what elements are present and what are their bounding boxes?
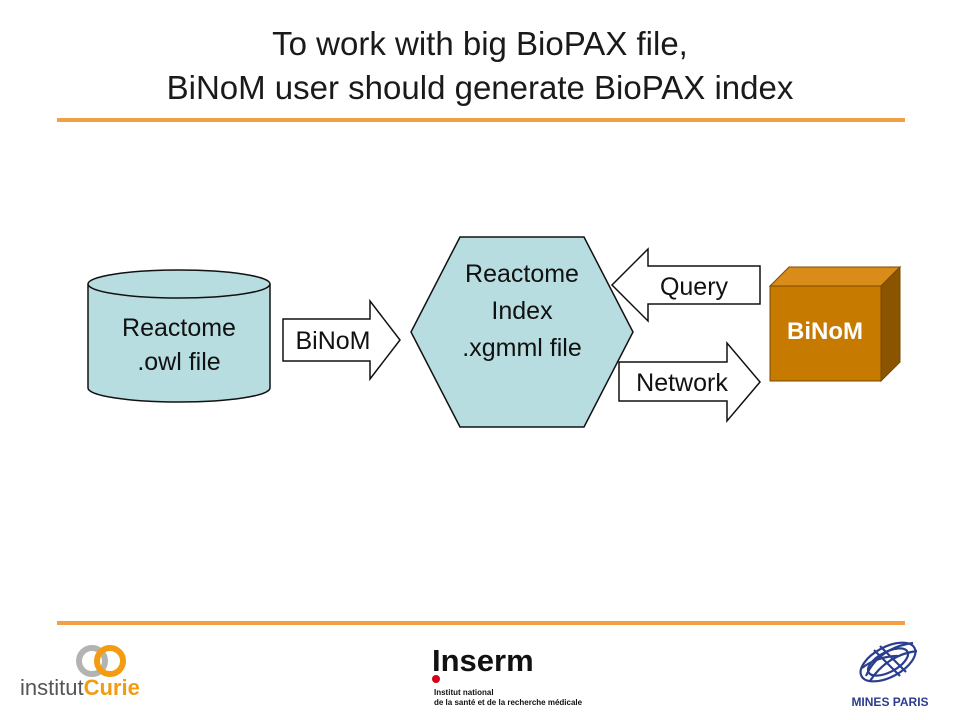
mines-name: MINES PARIS xyxy=(851,695,928,709)
slide-title: To work with big BioPAX file, BiNoM user… xyxy=(0,22,960,110)
reactome-owl-cylinder: Reactome .owl file xyxy=(87,269,271,403)
query-arrow: Query xyxy=(610,247,761,323)
cylinder-label-line-1: Reactome xyxy=(122,314,236,342)
mines-emblem-icon xyxy=(859,641,918,683)
curie-ring-gray-icon xyxy=(76,645,108,677)
institut-curie-logo: institutCurie xyxy=(20,645,140,700)
binom-arrow-label: BiNoM xyxy=(295,327,370,355)
inserm-sub-line-1: Institut national xyxy=(434,688,494,697)
inserm-logo: Inserm Institut national de la santé et … xyxy=(432,643,583,707)
top-divider xyxy=(57,118,905,122)
binom-box: BiNoM xyxy=(768,265,902,383)
binom-arrow: BiNoM xyxy=(282,298,401,382)
network-arrow-label: Network xyxy=(636,369,728,397)
inserm-sub-line-2: de la santé et de la recherche médicale xyxy=(434,698,583,707)
index-label-line-3: .xgmml file xyxy=(462,334,581,362)
binom-box-label: BiNoM xyxy=(787,318,863,345)
cylinder-label-line-2: .owl file xyxy=(137,348,220,376)
network-arrow: Network xyxy=(618,340,761,424)
query-arrow-label: Query xyxy=(660,273,729,301)
curie-ring-orange-icon xyxy=(94,645,126,677)
inserm-red-dot-icon xyxy=(432,675,440,683)
inserm-name: Inserm xyxy=(432,643,534,678)
title-line-1: To work with big BioPAX file, xyxy=(272,25,688,62)
curie-prefix: institut xyxy=(20,675,84,700)
bottom-divider xyxy=(57,621,905,625)
mines-paris-logo: MINES PARIS xyxy=(851,641,929,709)
reactome-index-hexagon: Reactome Index .xgmml file xyxy=(410,236,634,428)
index-label-line-2: Index xyxy=(491,297,553,325)
title-line-2: BiNoM user should generate BioPAX index xyxy=(166,69,794,106)
svg-text:institutCurie: institutCurie xyxy=(20,675,140,700)
index-label-line-1: Reactome xyxy=(465,260,579,288)
curie-name: Curie xyxy=(84,675,140,700)
